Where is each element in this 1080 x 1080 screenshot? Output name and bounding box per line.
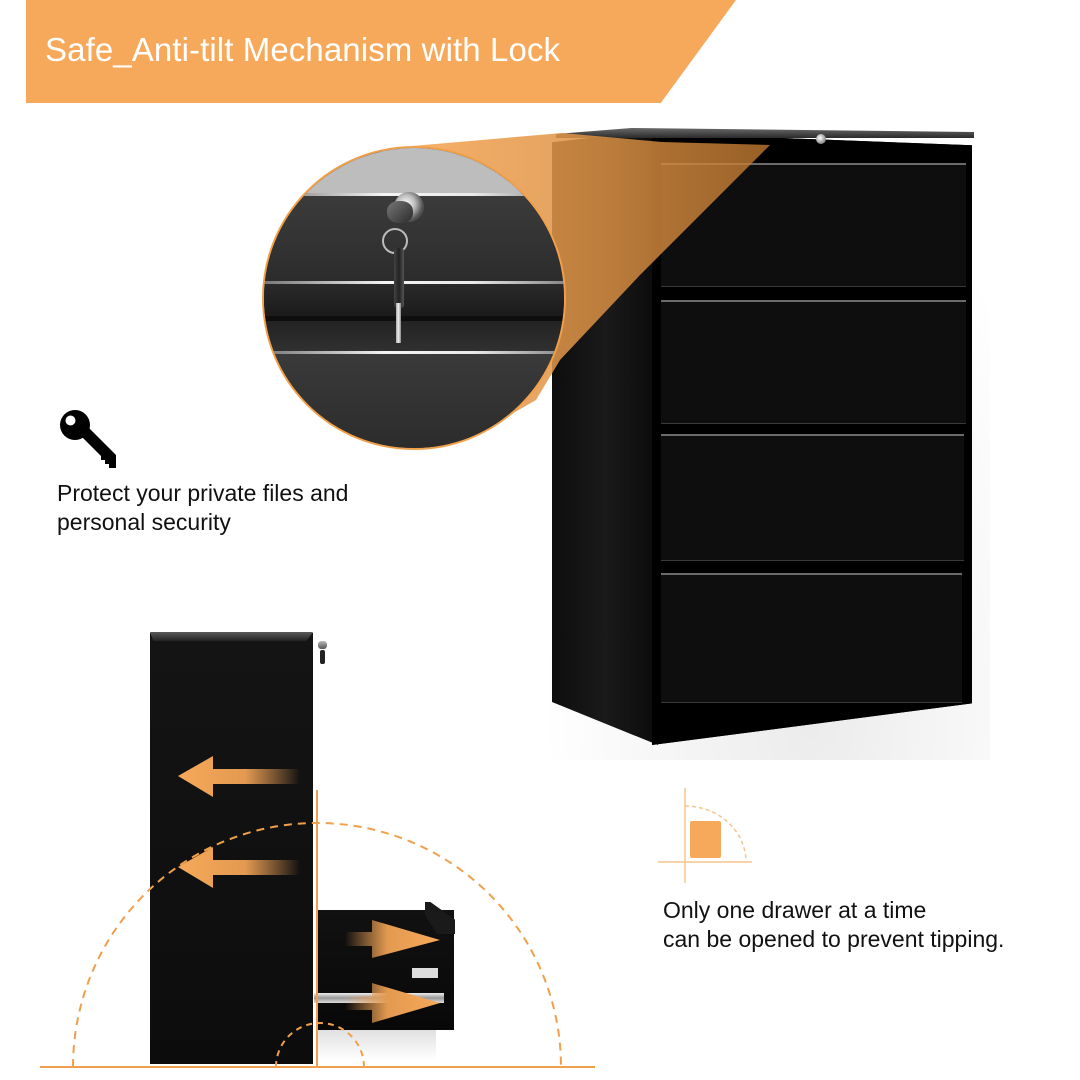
side-view-key (320, 650, 325, 664)
cabinet-lock (816, 134, 826, 144)
lock-closeup (262, 146, 566, 450)
title-banner (26, 0, 736, 103)
anti-tilt-feature-text: Only one drawer at a time can be opened … (663, 897, 1005, 952)
side-view-lock (318, 641, 327, 649)
cabinet-front (652, 133, 972, 745)
anti-tip-quarter-arc-icon (658, 788, 752, 883)
key-blade (394, 248, 404, 308)
key-head (387, 201, 413, 223)
drawer-label-holder (412, 968, 438, 978)
cabinet-top (556, 128, 974, 138)
drawer-1 (661, 163, 966, 287)
side-view-cabinet (150, 633, 313, 1064)
drawer-4 (661, 573, 962, 703)
key-icon (60, 410, 116, 468)
banner-title: Safe_Anti-tilt Mechanism with Lock (45, 31, 561, 68)
drawer-3 (661, 434, 964, 561)
drawer-2 (661, 300, 966, 424)
cabinet-side-panel (552, 130, 658, 745)
drawer-slide-rail (314, 993, 444, 1003)
lock-feature-text: Protect your private files and personal … (57, 480, 349, 535)
